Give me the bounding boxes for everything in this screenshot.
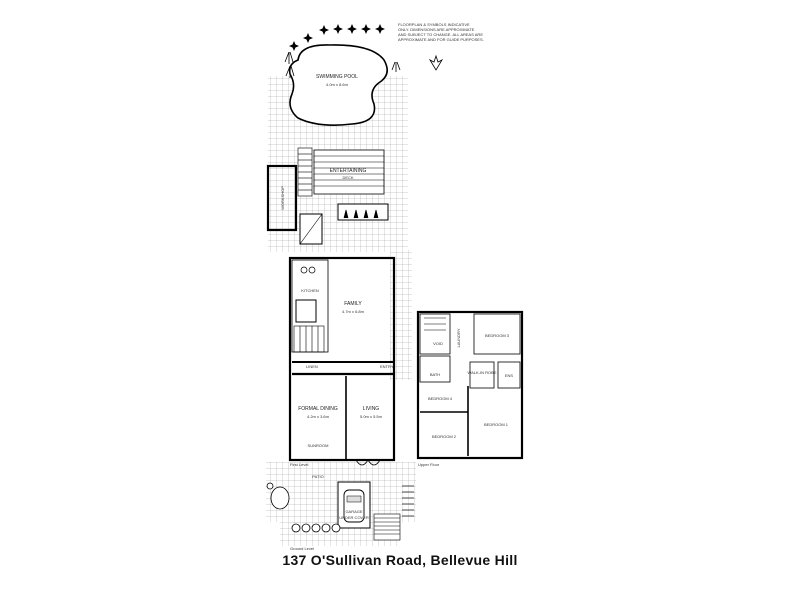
swimming-pool [288, 44, 388, 126]
upper-floor-label: Upper Floor [418, 462, 440, 467]
void-label: VOID [433, 341, 443, 346]
ground-floor-outline [288, 256, 396, 462]
disclaimer: FLOORPLAN & SYMBOLS INDICATIVE ONLY. DIM… [398, 22, 538, 42]
walkin-robe-label: WALK-IN ROBE [468, 370, 497, 375]
deck-boards [314, 155, 384, 187]
north-arrow-icon [428, 54, 444, 71]
ensuite [497, 361, 521, 389]
first-level-label: First Level [290, 462, 309, 467]
bedroom1-label: BEDROOM 1 [484, 422, 509, 427]
tree-icon [303, 33, 313, 43]
entertaining-deck [313, 149, 385, 195]
disclaimer-line: AND SUBJECT TO CHANGE. ALL AREAS ARE [398, 32, 483, 37]
deck-name: ENTERTAINING [330, 168, 367, 174]
bath [419, 355, 451, 383]
front-door [355, 459, 381, 466]
car-icon [343, 489, 365, 523]
bedroom4-label: BEDROOM 4 [428, 396, 453, 401]
formal-dining-dims: 4.2m x 3.6m [307, 414, 330, 419]
kitchen-bench [295, 299, 317, 323]
ensuite-label: ENS [505, 373, 514, 378]
deck-stairs [297, 147, 313, 197]
bedroom3-label: BEDROOM 3 [485, 333, 510, 338]
living-name: LIVING [363, 406, 380, 412]
family-name: FAMILY [344, 301, 362, 307]
sunroom-label: SUNROOM [308, 443, 329, 448]
upper-floor-outline [416, 310, 524, 460]
kitchen-label: KITCHEN [301, 288, 319, 293]
shrub-icon [266, 482, 341, 533]
property-address: 137 O'Sullivan Road, Bellevue Hill [282, 552, 518, 568]
disclaimer-line: APPROXIMATE AND FOR GUIDE PURPOSES. [398, 37, 484, 42]
garage-name: GARAGE [345, 509, 362, 514]
patio-label: PATIO [312, 474, 323, 479]
side-path [390, 250, 412, 380]
family-dims: 4.7m x 6.8m [342, 309, 365, 314]
tree-icon [375, 24, 385, 34]
disclaimer-line: FLOORPLAN & SYMBOLS INDICATIVE [398, 22, 470, 27]
tree-icon [289, 41, 299, 51]
pool-dims: 4.0m x 8.6m [326, 82, 349, 87]
tree-icon [361, 24, 371, 34]
void [419, 313, 451, 355]
workshop [266, 164, 298, 232]
workshop-label: WORKSHOP [280, 186, 285, 210]
upper-stair [424, 317, 446, 331]
disclaimer-line: ONLY. DIMENSIONS ARE APPROXIMATE [398, 27, 475, 32]
laundry-label: LAUNDRY [456, 328, 461, 347]
shrub-icon [284, 51, 401, 78]
pool-name: SWIMMING POOL [316, 74, 358, 80]
garage-sub: UNDER COVER [339, 515, 369, 520]
bath-label: BATH [430, 372, 440, 377]
formal-dining-name: FORMAL DINING [298, 406, 338, 412]
bedroom3 [473, 313, 521, 355]
tree-icon [319, 25, 329, 35]
tree-icon [333, 24, 343, 34]
linen-label: LINEN [306, 364, 318, 369]
entry-label: ENTRY [380, 364, 394, 369]
tree-icon [347, 24, 357, 34]
ground-level-label: Ground Level [290, 546, 314, 551]
side-stairs [402, 485, 414, 517]
front-steps [373, 513, 401, 541]
living-dims: 5.0m x 5.5m [360, 414, 383, 419]
bedroom2-label: BEDROOM 2 [432, 434, 457, 439]
shrub-icon [343, 209, 379, 219]
tree-row [289, 24, 385, 51]
internal-stair [293, 325, 325, 353]
deck-sub: DECK [342, 175, 353, 180]
walkin-robe [469, 361, 495, 389]
